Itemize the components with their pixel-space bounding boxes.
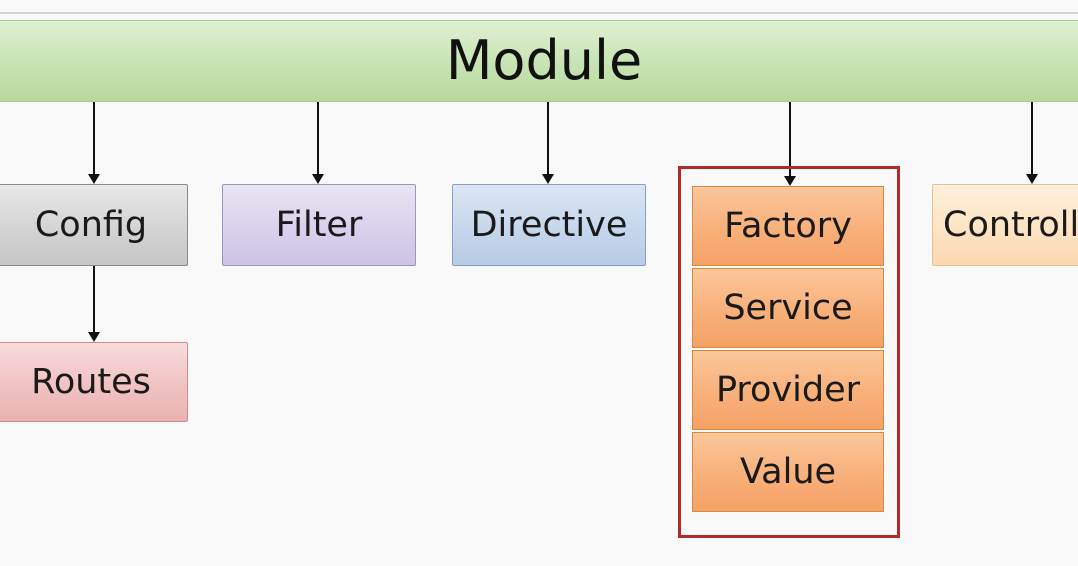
connector-config-routes bbox=[88, 266, 100, 342]
service-label: Service bbox=[723, 288, 853, 328]
factory-node: Factory bbox=[692, 186, 884, 266]
factory-label: Factory bbox=[724, 206, 852, 246]
service-node: Service bbox=[692, 268, 884, 348]
routes-node: Routes bbox=[0, 342, 188, 422]
directive-node: Directive bbox=[452, 184, 646, 266]
module-bar: Module bbox=[0, 20, 1078, 102]
directive-label: Directive bbox=[470, 205, 628, 245]
filter-label: Filter bbox=[275, 205, 363, 245]
service-stack: Factory Service Provider Value bbox=[692, 186, 884, 514]
connector-module-controller bbox=[1026, 102, 1038, 184]
connector-module-directive bbox=[542, 102, 554, 184]
top-divider bbox=[0, 12, 1078, 14]
filter-node: Filter bbox=[222, 184, 416, 266]
provider-label: Provider bbox=[715, 370, 861, 410]
config-label: Config bbox=[34, 205, 148, 245]
controller-node: Controll bbox=[932, 184, 1078, 266]
service-group-highlight bbox=[678, 166, 900, 538]
connector-module-filter bbox=[312, 102, 324, 184]
module-title: Module bbox=[445, 29, 643, 92]
connector-module-config bbox=[88, 102, 100, 184]
controller-label: Controll bbox=[943, 205, 1078, 245]
connector-module-factory bbox=[784, 102, 796, 186]
value-node: Value bbox=[692, 432, 884, 512]
config-node: Config bbox=[0, 184, 188, 266]
value-label: Value bbox=[739, 452, 837, 492]
provider-node: Provider bbox=[692, 350, 884, 430]
routes-label: Routes bbox=[31, 362, 151, 402]
